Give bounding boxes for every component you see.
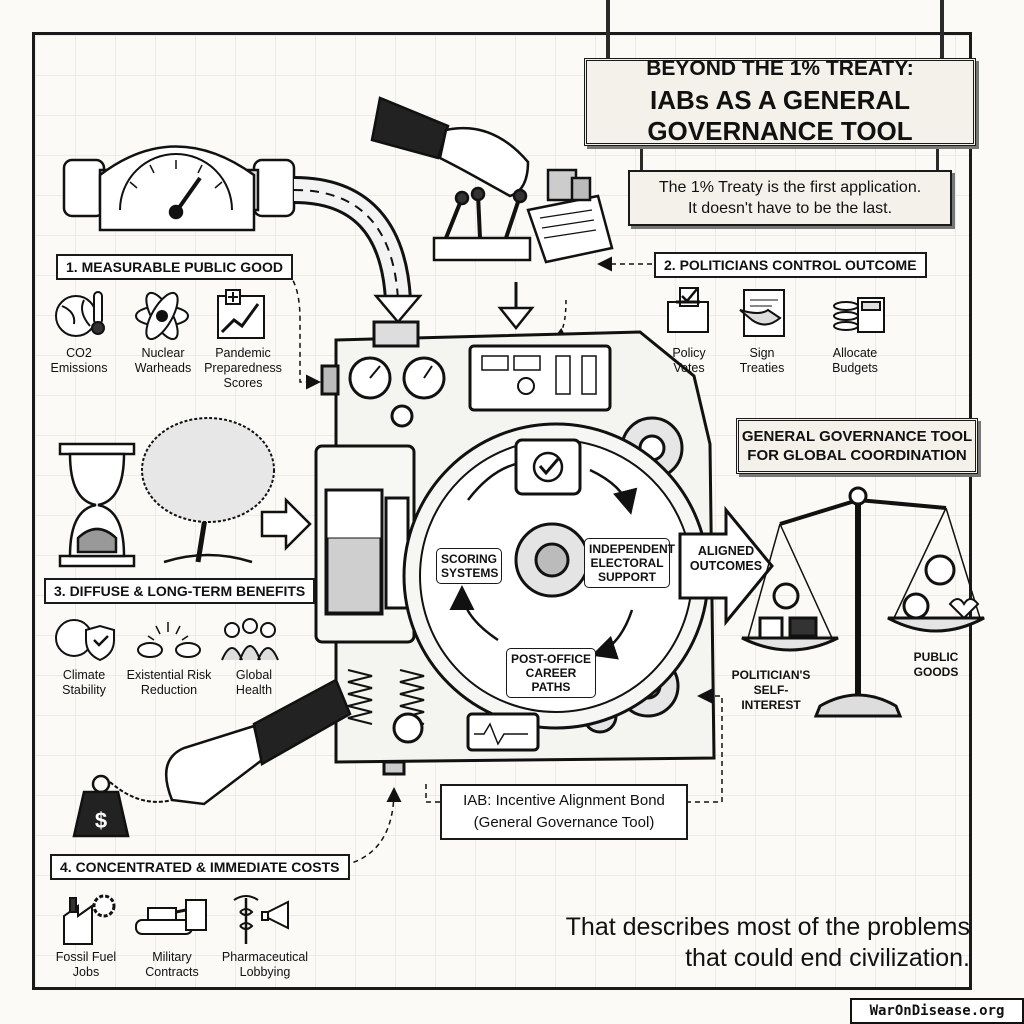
global-health-caption: Global Health: [235, 668, 273, 697]
caduceus-megaphone-icon: [233, 895, 289, 944]
sign-link-left: [640, 148, 643, 172]
balance-scale-icon: [741, 486, 985, 718]
scoring-systems-label: SCORING SYSTEMS: [436, 548, 502, 584]
subtitle-box: The 1% Treaty is the first application. …: [628, 170, 952, 226]
subtitle-line-2: It doesn't have to be the last.: [687, 200, 893, 217]
politicians-self-interest-label: POLITICIAN'S SELF-INTEREST: [731, 668, 811, 712]
hourglass-icon: [58, 442, 136, 568]
measurable-public-good-label: 1. MEASURABLE PUBLIC GOOD: [56, 254, 294, 280]
globe-shield-icon: [55, 619, 115, 662]
iab-line-1: IAB: Incentive Alignment Bond: [463, 792, 665, 809]
globe-thermometer-icon: [55, 291, 105, 337]
svg-text:$: $: [95, 808, 107, 833]
existential-risk-caption: Existential Risk Reduction: [126, 668, 212, 697]
sign-wire-right: [940, 0, 944, 58]
military-contracts-caption: Military Contracts: [145, 950, 199, 979]
footer-line-1: That describes most of the problems: [565, 913, 970, 941]
title-line-1: BEYOND THE 1% TREATY:: [646, 57, 914, 80]
co2-emissions-caption: CO2 Emissions: [50, 346, 108, 375]
footer-statement: That describes most of the problems that…: [566, 912, 970, 974]
title-sign: BEYOND THE 1% TREATY: IABs AS A GENERAL …: [584, 57, 976, 146]
concentrated-costs-label: 4. CONCENTRATED & IMMEDIATE COSTS: [50, 854, 350, 880]
factory-gear-icon: [63, 894, 116, 945]
fossil-fuel-jobs-caption: Fossil Fuel Jobs: [55, 950, 117, 979]
subtitle-line-1: The 1% Treaty is the first application.: [658, 179, 922, 196]
growth-chart-icon: [217, 289, 265, 339]
footer-line-2: that could end civilization.: [685, 944, 970, 972]
atom-icon: [135, 291, 189, 341]
sign-wire-left: [606, 0, 610, 58]
sign-treaties-caption: Sign Treaties: [739, 346, 785, 375]
handshake-treaty-icon: [739, 289, 785, 337]
money-weight-icon: $: [72, 678, 352, 838]
iab-caption-box: IAB: Incentive Alignment Bond (General G…: [440, 784, 688, 840]
pharmaceutical-lobbying-caption: Pharmaceutical Lobbying: [221, 950, 309, 979]
broken-chain-icon: [137, 622, 201, 658]
aligned-outcomes-label: ALIGNED OUTCOMES: [689, 544, 763, 573]
iab-line-2: (General Governance Tool): [473, 814, 655, 831]
allocate-budgets-caption: Allocate Budgets: [832, 346, 878, 375]
sign-link-right: [936, 148, 939, 172]
nuclear-warheads-caption: Nuclear Warheads: [134, 346, 192, 375]
independent-electoral-support-label: INDEPENDENT ELECTORAL SUPPORT: [584, 538, 675, 588]
hand-lever-icon: [370, 96, 614, 264]
governance-tool-banner: GENERAL GOVERNANCE TOOL FOR GLOBAL COORD…: [736, 418, 978, 474]
people-group-icon: [221, 618, 279, 661]
title-line-2: IABs AS A GENERAL GOVERNANCE TOOL: [647, 85, 913, 146]
policy-votes-caption: Policy Votes: [672, 346, 706, 375]
tree-icon: [141, 417, 275, 564]
diffuse-long-term-benefits-label: 3. DIFFUSE & LONG-TERM BENEFITS: [44, 578, 316, 604]
pandemic-preparedness-caption: Pandemic Preparedness Scores: [204, 346, 282, 390]
politicians-control-outcome-label: 2. POLITICIANS CONTROL OUTCOME: [654, 252, 927, 278]
post-office-career-paths-label: POST-OFFICE CAREER PATHS: [506, 648, 596, 698]
governance-banner-line-2: FOR GLOBAL COORDINATION: [747, 447, 967, 464]
tank-icon: [135, 899, 207, 935]
pressure-gauge-icon: [62, 145, 296, 232]
governance-machine-icon: [314, 320, 716, 776]
brand-link[interactable]: WarOnDisease.org: [850, 998, 1024, 1024]
governance-banner-line-1: GENERAL GOVERNANCE TOOL: [741, 428, 973, 445]
public-goods-label: PUBLIC GOODS: [913, 650, 959, 679]
budget-coins-icon: [833, 297, 885, 333]
ballot-box-icon: [667, 287, 709, 333]
climate-stability-caption: Climate Stability: [62, 668, 106, 697]
